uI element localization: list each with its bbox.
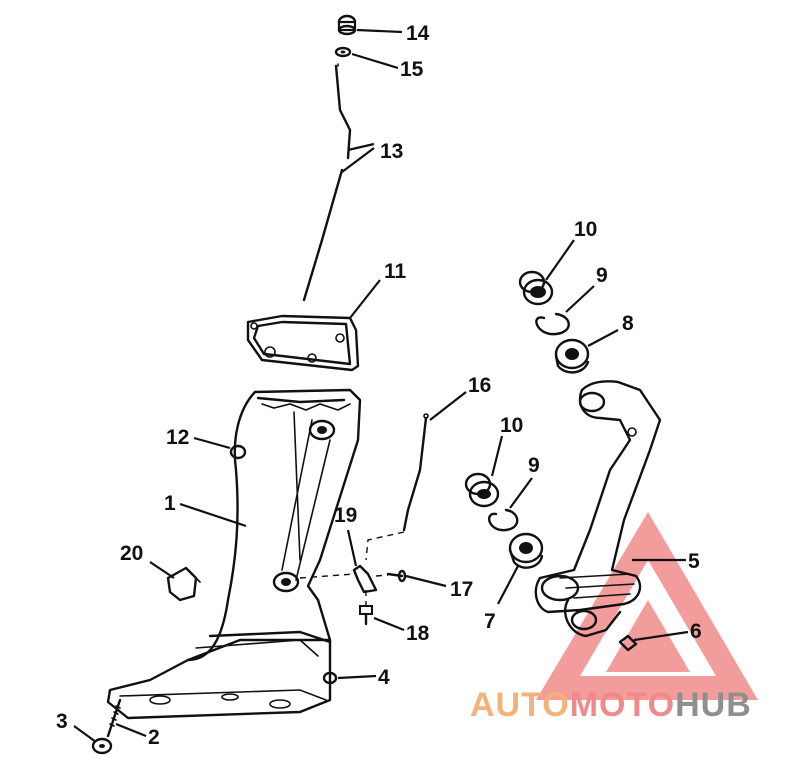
- watermark-text: AUTOMOTOHUB: [470, 686, 752, 724]
- callout-13: 13: [380, 140, 403, 163]
- callout-10-top: 10: [574, 218, 597, 241]
- callout-10-lower: 10: [500, 414, 523, 437]
- callout-5: 5: [688, 550, 700, 573]
- callout-9-top: 9: [596, 264, 608, 287]
- part-gasket: [246, 314, 360, 372]
- callout-numbers: 14 15 13 11 10 9 8 16 12 10 9 1 19 20 17…: [56, 22, 702, 749]
- callout-14: 14: [406, 22, 430, 45]
- watermark-logo: [536, 512, 758, 700]
- part-swivel-bracket: [534, 380, 662, 638]
- part-mount-top: [518, 270, 554, 306]
- callout-9-lower: 9: [528, 454, 540, 477]
- callout-18: 18: [406, 622, 430, 645]
- part-driveshaft-housing: [106, 388, 362, 720]
- callout-1: 1: [164, 492, 176, 515]
- callout-7: 7: [484, 610, 496, 633]
- callout-2: 2: [148, 726, 160, 749]
- part-rod: [365, 413, 429, 561]
- callout-4: 4: [378, 666, 390, 689]
- watermark-hub: HUB: [675, 686, 752, 724]
- callout-3: 3: [56, 710, 68, 733]
- part-bushing: [554, 338, 590, 374]
- part-grease-fitting: [618, 634, 638, 652]
- part-ring-top: [535, 312, 570, 336]
- callout-11: 11: [384, 260, 407, 283]
- part-plug: [229, 444, 247, 460]
- callout-17: 17: [450, 578, 473, 601]
- part-stud-nut: [91, 737, 113, 755]
- watermark-moto: MOTO: [570, 686, 675, 724]
- callout-12: 12: [166, 426, 189, 449]
- part-bracket: [299, 564, 378, 594]
- callout-16: 16: [468, 374, 491, 397]
- part-washer: [334, 46, 352, 58]
- callout-8: 8: [622, 312, 634, 335]
- callout-15: 15: [400, 58, 424, 81]
- callout-19: 19: [334, 504, 357, 527]
- watermark-auto: AUTO: [470, 686, 570, 724]
- part-shift-rod: [302, 63, 352, 302]
- part-nut: [322, 671, 338, 685]
- part-ring-lower: [487, 508, 519, 532]
- part-clip: [166, 566, 201, 602]
- part-cap: [337, 14, 357, 36]
- callout-6: 6: [690, 620, 702, 643]
- part-bolt: [359, 590, 373, 626]
- part-screw: [375, 569, 407, 583]
- leader-lines: [73, 28, 689, 743]
- part-bushing-lower: [508, 532, 544, 569]
- callout-20: 20: [120, 542, 143, 565]
- part-stud: [106, 698, 122, 738]
- part-mount-lower: [464, 472, 500, 508]
